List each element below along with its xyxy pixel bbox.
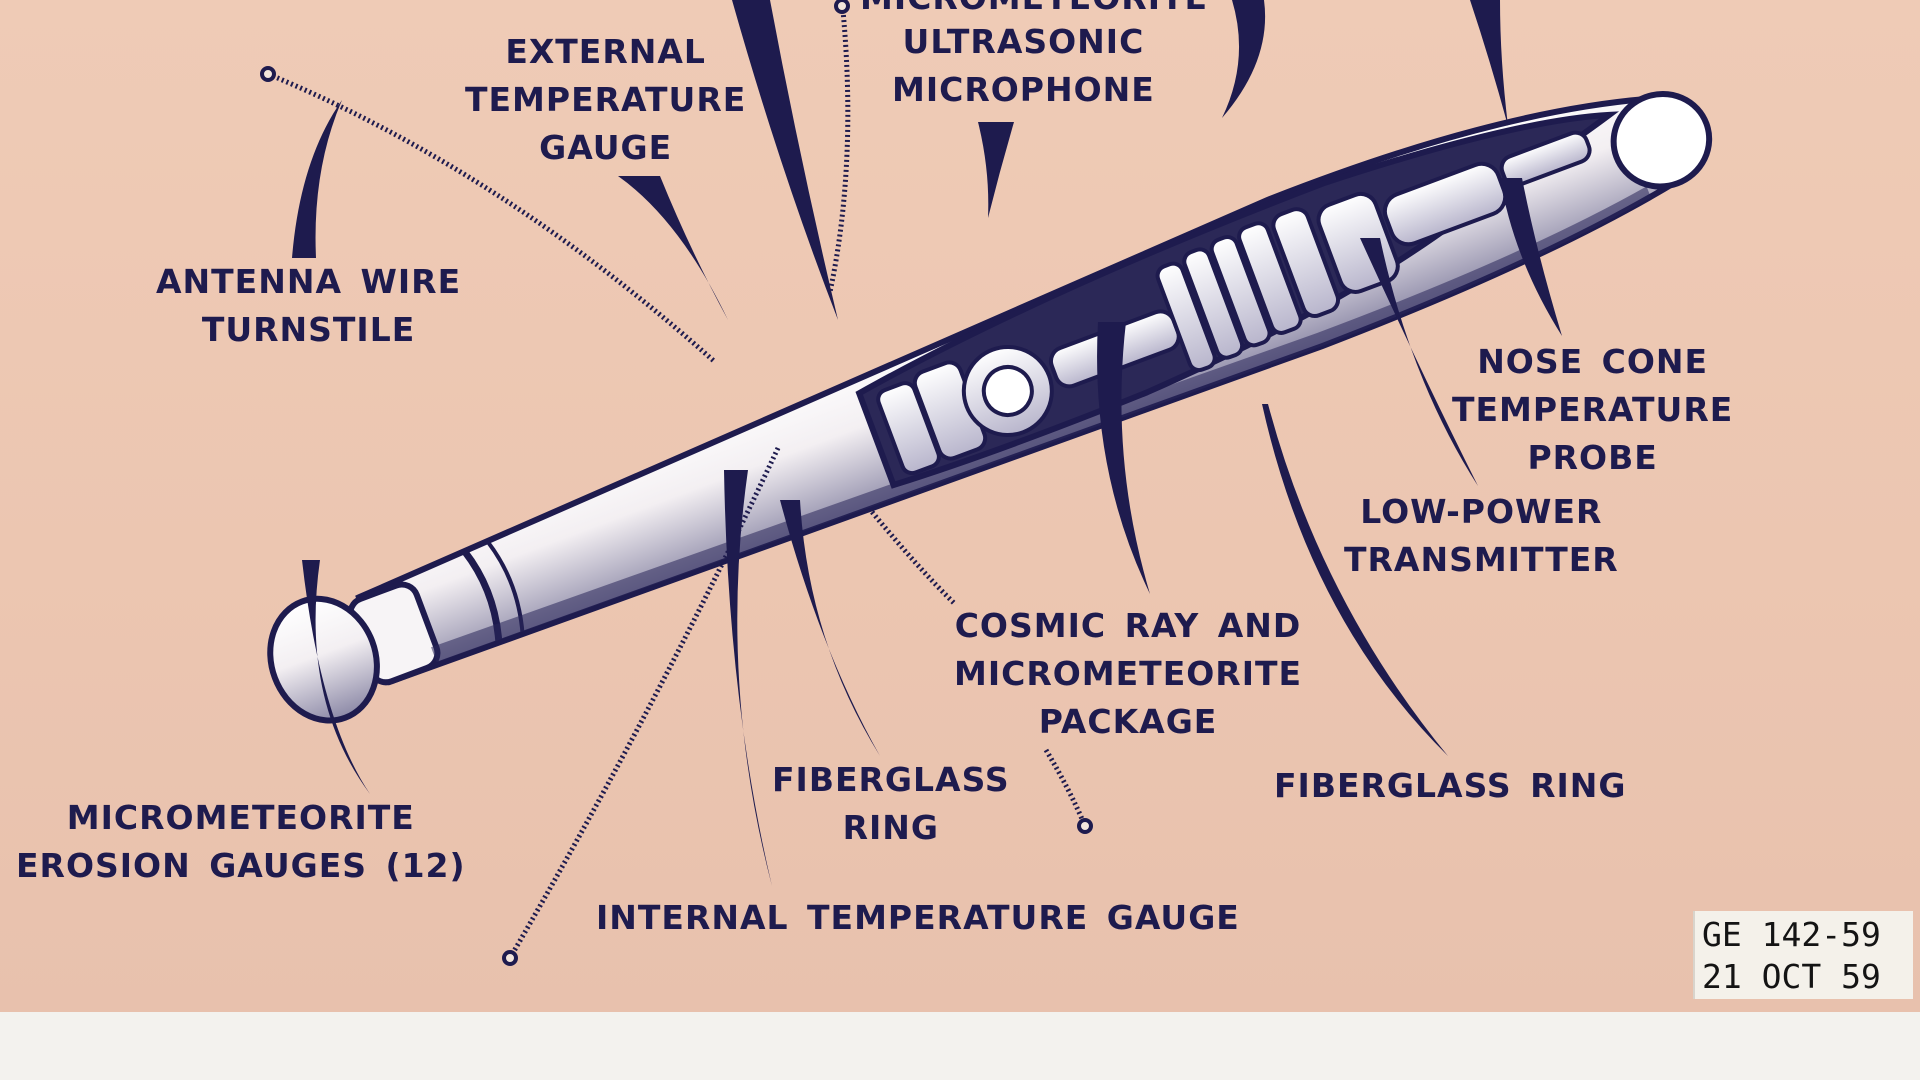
nose-cap: [1610, 90, 1713, 190]
label-fiberglass-ring-right: FIBERGLASS RING: [1274, 766, 1627, 805]
bottom-margin-strip: [0, 1012, 1920, 1080]
stamp-date: 21 OCT 59: [1702, 957, 1881, 996]
antenna-tips: [260, 0, 1093, 966]
label-low-power-transmitter: LOW-POWER TRANSMITTER: [1344, 492, 1619, 579]
stamp-code: GE 142-59: [1702, 915, 1881, 954]
label-cosmic-ray-package: COSMIC RAY AND MICROMETEORITE PACKAGE: [954, 606, 1303, 741]
label-antenna-wire-turnstile: ANTENNA WIRE TURNSTILE: [156, 262, 462, 349]
label-ultrasonic-microphone: ULTRASONIC MICROPHONE: [892, 22, 1155, 109]
label-nose-cone-temperature-probe: NOSE CONE TEMPERATURE PROBE: [1452, 342, 1734, 477]
label-internal-temperature-gauge: INTERNAL TEMPERATURE GAUGE: [596, 898, 1240, 937]
label-external-temperature-gauge: EXTERNAL TEMPERATURE GAUGE: [465, 32, 747, 167]
antenna-wires: [267, 0, 1088, 960]
tail-knob: [267, 595, 380, 724]
label-micrometeorite-erosion-gauges: MICROMETEORITE EROSION GAUGES (12): [16, 798, 466, 885]
label-fiberglass-ring-left: FIBERGLASS RING: [772, 760, 1010, 847]
catalog-stamp: GE 142-59 21 OCT 59: [1693, 911, 1913, 999]
leader-lines: [292, 0, 1562, 886]
label-micrometeorite-top: MICROMETEORITE: [860, 0, 1208, 22]
